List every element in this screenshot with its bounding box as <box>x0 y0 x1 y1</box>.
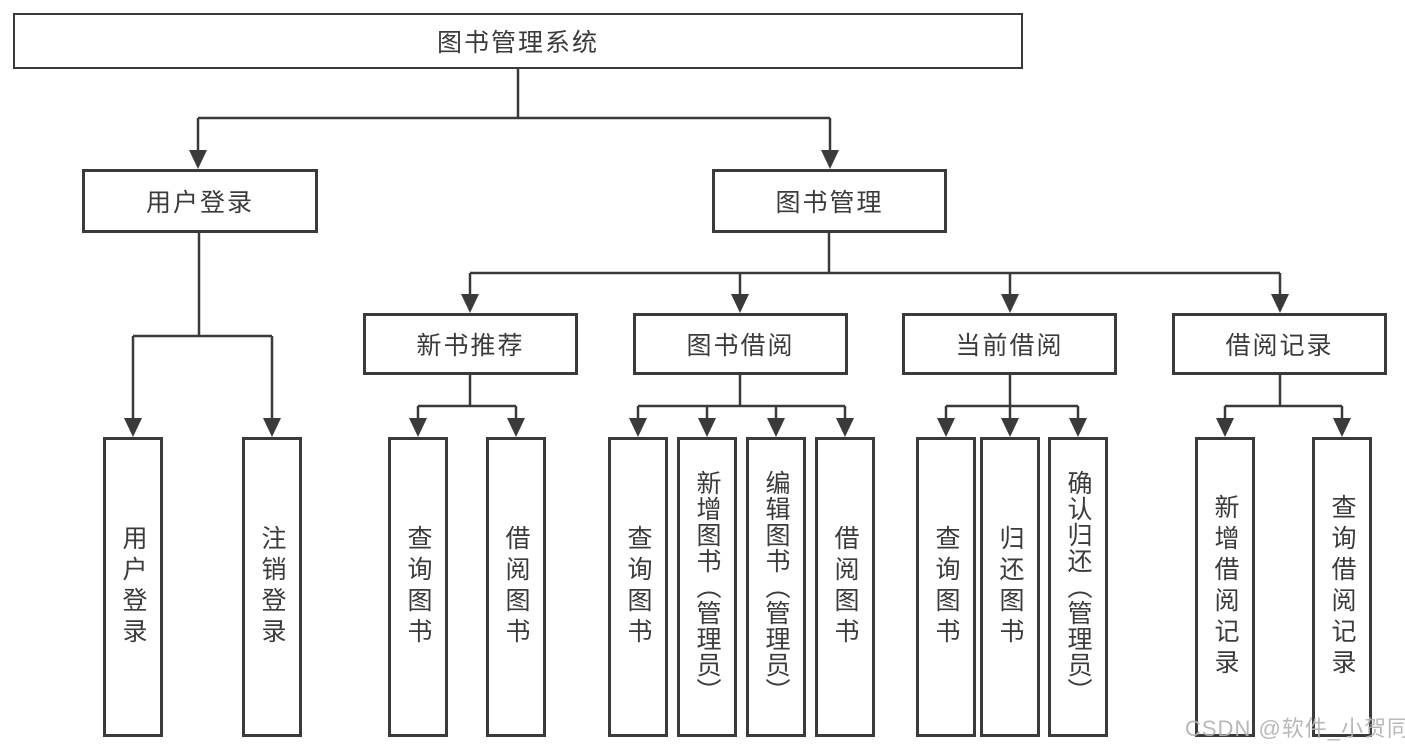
node-book-management: 图书管理 <box>712 169 947 233</box>
connector-user-login-children <box>124 233 281 437</box>
node-leaf-return-books: 归还图书 <box>980 437 1040 737</box>
connector-new-book-recommend-children <box>409 375 525 437</box>
node-current-borrow: 当前借阅 <box>902 313 1117 375</box>
node-leaf-logout-login: 注销登录 <box>242 437 302 737</box>
arrowhead <box>698 418 716 437</box>
arrowhead <box>1216 418 1234 437</box>
node-book-borrow: 图书借阅 <box>633 313 848 375</box>
arrowhead <box>821 150 839 169</box>
node-leaf-add-books-admin: 新增图书（管理员） <box>677 437 737 737</box>
node-leaf-query-books-recommend: 查询图书 <box>388 437 448 737</box>
arrowhead <box>507 418 525 437</box>
arrowhead <box>836 418 854 437</box>
arrowhead <box>263 418 281 437</box>
node-library-management-system: 图书管理系统 <box>13 13 1023 69</box>
arrowhead <box>461 294 479 313</box>
node-leaf-edit-books-admin: 编辑图书（管理员） <box>746 437 806 737</box>
connector-borrow-records-children <box>1216 375 1351 437</box>
node-leaf-user-login: 用户登录 <box>103 437 163 737</box>
arrowhead <box>1001 418 1019 437</box>
csdn-watermark: CSDN @软件_小贺同学 <box>1185 716 1405 741</box>
connector-current-borrow-children <box>937 375 1087 437</box>
arrowhead <box>1271 294 1289 313</box>
arrowhead <box>629 418 647 437</box>
node-leaf-borrow-books-recommend: 借阅图书 <box>486 437 546 737</box>
arrowhead <box>1333 418 1351 437</box>
node-leaf-query-borrow-record: 查询借阅记录 <box>1312 437 1372 737</box>
arrowhead <box>189 150 207 169</box>
connector-book-management-to-level3 <box>461 233 1289 313</box>
node-leaf-query-books-borrow: 查询图书 <box>608 437 668 737</box>
arrowhead <box>409 418 427 437</box>
node-new-book-recommend: 新书推荐 <box>363 313 578 375</box>
arrowhead <box>1069 418 1087 437</box>
node-leaf-borrow-books: 借阅图书 <box>815 437 875 737</box>
arrowhead <box>1001 294 1019 313</box>
arrowhead <box>767 418 785 437</box>
arrowhead <box>731 294 749 313</box>
arrowhead <box>124 418 142 437</box>
node-borrow-records: 借阅记录 <box>1172 313 1387 375</box>
node-leaf-query-books-current: 查询图书 <box>916 437 976 737</box>
arrowhead <box>937 418 955 437</box>
node-leaf-add-borrow-record: 新增借阅记录 <box>1195 437 1255 737</box>
connector-root-to-level2 <box>189 69 839 169</box>
connector-book-borrow-children <box>629 375 854 437</box>
node-leaf-confirm-return-admin: 确认归还（管理员） <box>1048 437 1108 737</box>
node-user-login: 用户登录 <box>82 169 318 233</box>
